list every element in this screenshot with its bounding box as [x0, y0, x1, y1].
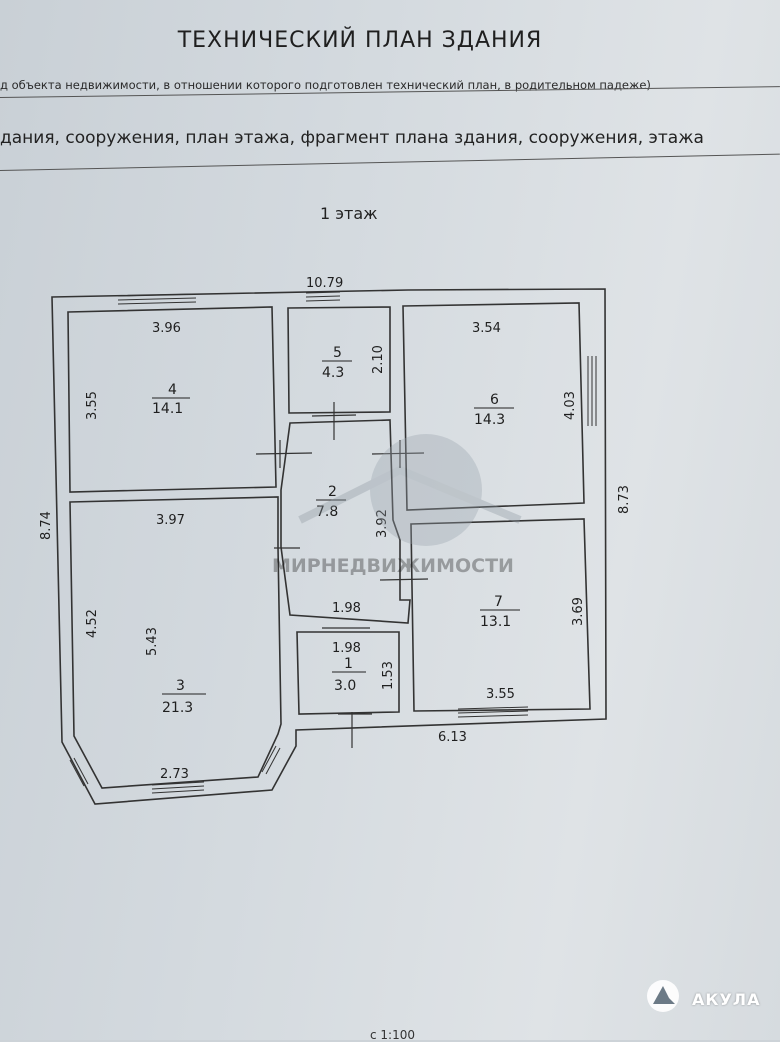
room-7-outline — [410, 518, 591, 712]
room-2-outline — [280, 419, 411, 624]
window-room-3-right — [261, 745, 281, 775]
door-mark — [379, 578, 429, 581]
room-4-dim: 3.55 — [85, 391, 100, 420]
room-2-number: 2 — [328, 484, 337, 500]
window-room-3-bottom — [151, 781, 205, 794]
floor-label: 1 этаж — [320, 204, 378, 223]
dim-bottom: 6.13 — [438, 730, 467, 745]
shark-icon — [647, 980, 679, 1012]
room-2-dim: 1.98 — [332, 601, 361, 616]
watermark: МИРНЕДВИЖИМОСТИ — [272, 434, 522, 577]
plan-type-caption: дания, сооружения, план этажа, фрагмент … — [0, 128, 704, 148]
room-5-outline — [287, 306, 391, 414]
window-room-3-left — [69, 757, 89, 787]
room-3-dim: 3.97 — [156, 513, 185, 528]
room-1-outline — [296, 631, 400, 715]
room-6-outline — [402, 302, 585, 511]
room-3-dim: 2.73 — [160, 767, 189, 782]
room-6-area: 14.3 — [474, 412, 505, 428]
room-4-dim: 3.96 — [152, 321, 181, 336]
room-4-outline — [67, 306, 277, 493]
room-6-dim: 4.03 — [563, 391, 578, 420]
room-5-number: 5 — [333, 345, 342, 361]
globe-icon — [370, 434, 482, 546]
room-5-dim: 2.10 — [371, 345, 386, 374]
door-mark — [255, 452, 313, 455]
room-3-dim: 5.43 — [145, 627, 160, 656]
outer-wall — [51, 288, 607, 805]
room-7-dim: 3.69 — [571, 597, 586, 626]
window-room-5 — [305, 291, 341, 302]
door-mark — [311, 414, 357, 417]
room-7-dim: 3.55 — [486, 687, 515, 702]
brand-badge — [645, 978, 770, 1018]
watermark-text: МИРНЕДВИЖИМОСТИ — [272, 555, 514, 577]
room-6-dim: 3.54 — [472, 321, 501, 336]
dim-top: 10.79 — [306, 276, 343, 291]
roof-icon — [298, 465, 522, 524]
window-room-7 — [457, 706, 529, 718]
room-4-area: 14.1 — [152, 401, 183, 417]
room-7-number: 7 — [494, 594, 503, 610]
room-3-outline — [69, 496, 282, 789]
window-room-4 — [117, 293, 197, 305]
dim-left: 8.74 — [39, 511, 54, 540]
subtitle-caption: д объекта недвижимости, в отношении кото… — [0, 78, 651, 92]
room-5-area: 4.3 — [322, 365, 344, 381]
window-room-6 — [587, 356, 597, 426]
room-3-area: 21.3 — [162, 700, 193, 716]
room-1-dim: 1.53 — [381, 661, 396, 690]
room-2-area: 7.8 — [316, 504, 338, 520]
room-7-area: 13.1 — [480, 614, 511, 630]
room-6-number: 6 — [490, 392, 499, 408]
scale-label: с 1:100 — [370, 1028, 415, 1042]
room-3-dim: 4.52 — [85, 609, 100, 638]
room-1-dim: 1.98 — [332, 641, 361, 656]
room-1-area: 3.0 — [334, 678, 356, 694]
door-mark — [371, 452, 425, 455]
room-4-number: 4 — [168, 382, 177, 398]
room-3-number: 3 — [176, 678, 185, 694]
room-1-number: 1 — [344, 656, 353, 672]
brand-name: АКУЛА — [692, 990, 761, 1009]
room-2-dim: 3.92 — [375, 509, 390, 538]
dim-right: 8.73 — [617, 485, 632, 514]
page-title: ТЕХНИЧЕСКИЙ ПЛАН ЗДАНИЯ — [177, 28, 543, 53]
